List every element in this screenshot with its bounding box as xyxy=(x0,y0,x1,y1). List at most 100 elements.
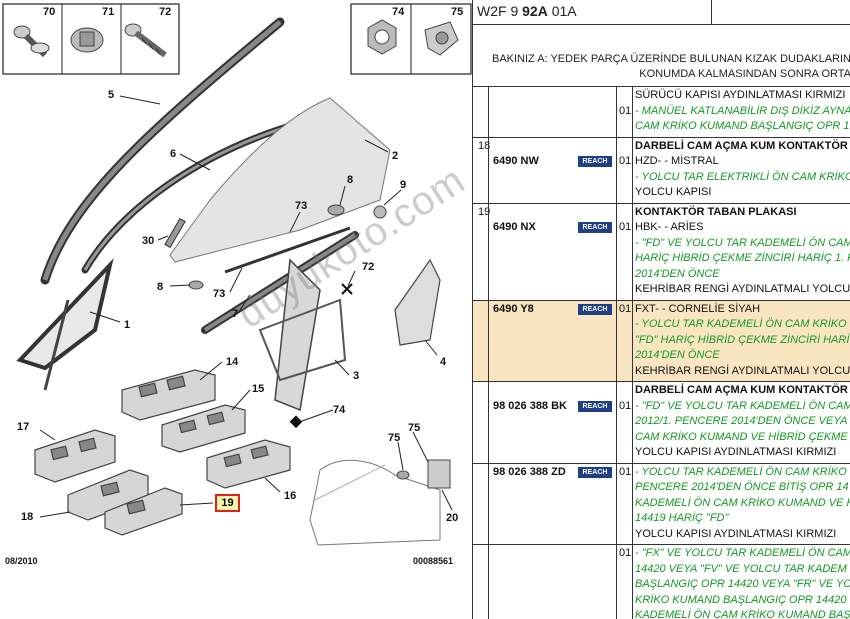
rail-73 xyxy=(224,226,351,274)
row-description-line: KRİKO KUMAND BAŞLANGIÇ OPR 14420 xyxy=(635,593,847,606)
regulator-3 xyxy=(274,258,321,412)
reach-badge: REACH xyxy=(578,466,612,478)
callout-4[interactable]: 4 xyxy=(440,356,447,368)
row-quantity: 01 xyxy=(619,104,632,117)
callout-5[interactable]: 5 xyxy=(108,89,115,101)
row-description-line: 2014'DEN ÖNCE xyxy=(635,349,720,361)
row-description-line: - "FX" VE YOLCU TAR KADEMELİ ÖN CAM xyxy=(635,547,850,559)
motor-4 xyxy=(394,258,441,346)
switch-14 xyxy=(121,369,216,421)
row-quantity: 01 xyxy=(619,155,632,167)
callout-19-highlight[interactable]: 19 xyxy=(215,494,240,512)
part-number[interactable]: 98 026 388 ZD xyxy=(493,465,566,478)
row-description-line: FXT- - CORNELİE SİYAH xyxy=(635,302,761,315)
row-description-line: KONTAKTÖR TABAN PLAKASI xyxy=(635,205,797,218)
diagram-date: 08/2010 xyxy=(5,556,38,566)
row-description-line: - "FD" VE YOLCU TAR KADEMELİ ÖN CAM xyxy=(635,236,850,249)
row-description-line: PENCERE 2014'DEN ÖNCE BİTİŞ OPR 14 xyxy=(635,481,849,493)
table-row[interactable]: 01- "FX" VE YOLCU TAR KADEMELİ ÖN CAM 144… xyxy=(473,544,850,619)
callout-7[interactable]: 7 xyxy=(232,308,239,320)
callout-9[interactable]: 9 xyxy=(400,179,407,191)
table-row[interactable]: 98 026 388 BK REACH DARBELİ CAM AÇMA KUM K… xyxy=(473,381,850,463)
callout-75[interactable]: 75 xyxy=(451,6,464,18)
row-description-line: KADEMELİ ÖN CAM KRİKO KUMAND BAŞ xyxy=(635,609,850,619)
callout-1[interactable]: 1 xyxy=(124,319,131,331)
row-description-line: SÜRÜCÜ KAPISI AYDINLATMASI KIRMIZI xyxy=(635,89,846,101)
switch-17 xyxy=(34,429,116,483)
switch-16 xyxy=(206,439,291,489)
row-quantity: 01 xyxy=(619,302,632,315)
nut-74-icon xyxy=(367,19,397,55)
callout-20[interactable]: 20 xyxy=(446,512,459,524)
row-description-line: HBK- - ARİES xyxy=(635,221,704,233)
callout-30[interactable]: 30 xyxy=(142,235,155,247)
callout-75a[interactable]: 75 xyxy=(388,432,401,444)
row-description-line: HARİÇ HİBRİD ÇEKME ZİNCİRİ HARİÇ 1. P xyxy=(635,252,850,264)
callout-18[interactable]: 18 xyxy=(21,511,34,523)
note-line-1: BAKINIZ A: YEDEK PARÇA ÜZERİNDE BULUNAN … xyxy=(491,53,850,65)
part-number[interactable]: 6490 NX xyxy=(493,221,536,233)
catalog-code: W2F 9 92A 01A xyxy=(477,3,577,19)
row-description-line: 14420 VEYA "FV" VE YOLCU TAR KADEM xyxy=(635,562,847,575)
callout-72[interactable]: 72 xyxy=(159,6,172,18)
door-outline xyxy=(309,459,441,546)
row-quantity: 01 xyxy=(619,547,632,559)
callout-74[interactable]: 74 xyxy=(333,404,346,416)
callout-8b[interactable]: 8 xyxy=(157,281,164,293)
reach-badge: REACH xyxy=(578,400,612,412)
row-description-line: - MANÜEL KATLANABİLİR DIŞ DİKİZ AYNA xyxy=(635,104,850,117)
screw-72-icon xyxy=(124,23,167,58)
row-description-line: KEHRİBAR RENGİ AYDINLATMALI YOLCU xyxy=(635,283,850,295)
window-glass-2 xyxy=(169,97,391,263)
callout-2[interactable]: 2 xyxy=(392,150,399,162)
callout-73[interactable]: 73 xyxy=(295,200,308,212)
row-quantity: 01 xyxy=(619,399,632,412)
row-description-line: - YOLCU TAR KADEMELİ ÖN CAM KRİKO xyxy=(635,318,847,330)
callout-6[interactable]: 6 xyxy=(170,148,177,160)
row-description-line: KEHRİBAR RENGİ AYDINLATMALI YOLCU xyxy=(635,364,850,377)
callout-15[interactable]: 15 xyxy=(252,383,265,395)
diagram-drawing xyxy=(2,3,472,546)
row-description-line: 14419 HARİÇ "FD" xyxy=(635,512,729,524)
guide-30 xyxy=(164,217,186,249)
connector-20 xyxy=(427,459,451,489)
row-description-line: CAM KRİKO KUMAND BAŞLANGIÇ OPR 1 xyxy=(635,120,850,132)
row-description-line: - "FD" VE YOLCU TAR KADEMELİ ÖN CAM xyxy=(635,399,850,412)
note-line-2: KONUMDA KALMASINDAN SONRA ORTA xyxy=(639,68,850,80)
callout-75b[interactable]: 75 xyxy=(408,422,421,434)
callout-17[interactable]: 17 xyxy=(17,421,30,433)
row-description-line: CAM KRİKO KUMAND VE HİBRİD ÇEKME xyxy=(635,430,848,443)
row-description-line: "FD" HARİÇ HİBRİD ÇEKME ZİNCİRİ HARİ xyxy=(635,333,850,346)
row-description-line: HZD- - MİSTRAL xyxy=(635,155,719,167)
row-description-line: DARBELİ CAM AÇMA KUM KONTAKTÖR xyxy=(635,384,848,396)
row-index: 19 xyxy=(478,205,491,218)
callout-73b[interactable]: 73 xyxy=(213,288,226,300)
reach-badge: REACH xyxy=(578,303,612,315)
switch-19 xyxy=(104,487,183,536)
callout-3[interactable]: 3 xyxy=(353,370,360,382)
row-index: 18 xyxy=(478,139,491,152)
callout-8[interactable]: 8 xyxy=(347,174,354,186)
part-number[interactable]: 6490 Y8 xyxy=(493,302,534,315)
callout-70[interactable]: 70 xyxy=(43,6,56,18)
row-quantity: 01 xyxy=(619,465,632,478)
row-description-line: YOLCU KAPISI xyxy=(635,186,712,198)
row-description-line: 2014'DEN ÖNCE xyxy=(635,267,720,280)
switch-15 xyxy=(161,404,246,453)
callout-14[interactable]: 14 xyxy=(226,356,239,368)
callout-72[interactable]: 72 xyxy=(362,261,375,273)
bolt-70-icon xyxy=(13,25,50,58)
callout-16[interactable]: 16 xyxy=(284,490,297,502)
diagram-ref: 00088561 xyxy=(413,556,454,566)
part-number[interactable]: 98 026 388 BK xyxy=(493,399,567,412)
row-description-line: KADEMELİ ÖN CAM KRİKO KUMAND VE H xyxy=(635,496,850,509)
clip-75-icon xyxy=(424,21,459,56)
part-number[interactable]: 6490 NW xyxy=(493,155,539,167)
callout-74[interactable]: 74 xyxy=(392,6,405,18)
callout-71[interactable]: 71 xyxy=(102,6,115,18)
